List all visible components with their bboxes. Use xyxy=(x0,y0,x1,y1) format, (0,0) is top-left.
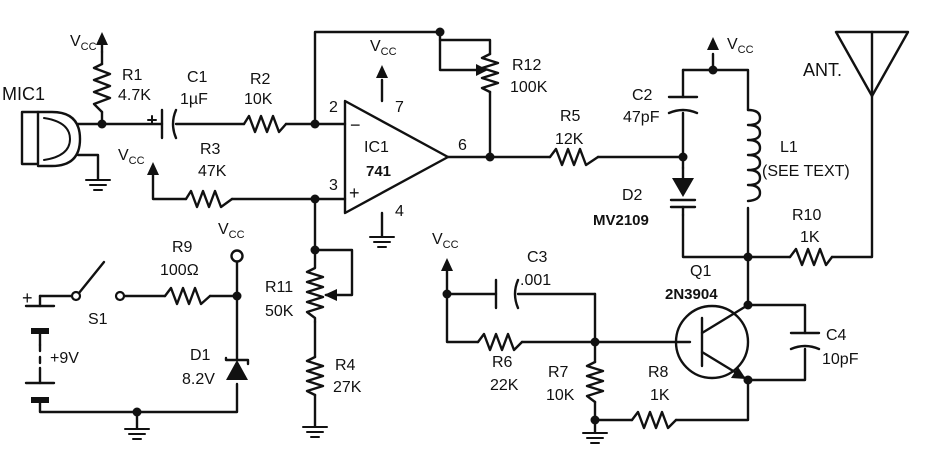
svg-text:10pF: 10pF xyxy=(822,351,859,368)
svg-text:741: 741 xyxy=(366,163,391,180)
svg-text:.001: .001 xyxy=(520,272,551,289)
svg-text:+: + xyxy=(349,183,360,203)
svg-text:10K: 10K xyxy=(244,91,273,108)
svg-text:R11: R11 xyxy=(265,279,293,296)
svg-text:3: 3 xyxy=(329,177,338,194)
svg-text:R8: R8 xyxy=(648,364,669,381)
svg-text:Q1: Q1 xyxy=(690,263,711,280)
svg-text:C4: C4 xyxy=(826,327,847,344)
svg-text:L1: L1 xyxy=(780,139,798,156)
svg-text:+: + xyxy=(22,288,33,308)
svg-text:R7: R7 xyxy=(548,364,569,381)
svg-text:50K: 50K xyxy=(265,303,294,320)
svg-text:2: 2 xyxy=(329,99,338,116)
microphone-mic1: MIC1 xyxy=(2,84,82,168)
svg-text:7: 7 xyxy=(395,99,404,116)
svg-text:C3: C3 xyxy=(527,249,548,266)
opamp-ic1: − + IC1 741 2 3 6 7 4 xyxy=(329,99,467,220)
capacitor-c4: C4 10pF xyxy=(789,327,859,368)
resistor-r3: R3 47K xyxy=(184,141,234,209)
vcc-arrow-tank: VCC xyxy=(707,36,754,56)
svg-text:IC1: IC1 xyxy=(364,139,389,156)
svg-text:S1: S1 xyxy=(88,311,108,328)
resistor-r10: R10 1K xyxy=(788,207,834,267)
svg-text:47K: 47K xyxy=(198,163,227,180)
svg-text:R6: R6 xyxy=(492,354,513,371)
svg-text:4: 4 xyxy=(395,203,404,220)
svg-text:VCC: VCC xyxy=(70,33,97,53)
svg-text:D1: D1 xyxy=(190,347,211,364)
svg-text:1K: 1K xyxy=(800,229,820,246)
svg-text:VCC: VCC xyxy=(432,231,459,251)
junctions xyxy=(97,27,753,425)
antenna-label: ANT. xyxy=(803,60,842,80)
resistor-r8: R8 1K xyxy=(630,364,678,430)
svg-text:D2: D2 xyxy=(622,187,643,204)
resistor-r4: R4 27K xyxy=(305,355,362,397)
resistor-r7: R7 10K xyxy=(546,360,605,404)
svg-text:100Ω: 100Ω xyxy=(160,262,199,279)
resistor-r1: R1 4.7K xyxy=(92,62,151,114)
svg-text:6: 6 xyxy=(458,137,467,154)
resistor-r9: R9 100Ω xyxy=(160,239,212,306)
inductor-l1: L1 (SEE TEXT) xyxy=(746,108,850,203)
svg-text:(SEE TEXT): (SEE TEXT) xyxy=(762,163,850,180)
svg-text:R10: R10 xyxy=(792,207,821,224)
capacitor-c1: C1 1µF xyxy=(147,69,208,140)
potentiometer-r11: R11 50K xyxy=(265,248,337,324)
transistor-q1: Q1 2N3904 xyxy=(665,263,750,382)
vcc-arrow-r1: VCC xyxy=(70,32,108,54)
zener-diode-d1: D1 8.2V xyxy=(182,347,250,388)
svg-text:2N3904: 2N3904 xyxy=(665,286,718,303)
svg-text:R3: R3 xyxy=(200,141,221,158)
svg-text:+9V: +9V xyxy=(50,350,79,367)
varactor-diode-d2: D2 MV2109 xyxy=(593,166,697,229)
vcc-arrow-ic1: VCC xyxy=(370,38,397,78)
switch-s1: S1 xyxy=(70,260,126,328)
svg-text:C2: C2 xyxy=(632,87,653,104)
svg-text:VCC: VCC xyxy=(370,38,397,58)
svg-text:R5: R5 xyxy=(560,108,581,125)
svg-text:C1: C1 xyxy=(187,69,208,86)
mic1-label: MIC1 xyxy=(2,84,45,104)
svg-text:VCC: VCC xyxy=(218,221,245,241)
svg-text:−: − xyxy=(350,115,361,135)
svg-text:47pF: 47pF xyxy=(623,109,660,126)
svg-text:27K: 27K xyxy=(333,379,362,396)
svg-text:22K: 22K xyxy=(490,377,519,394)
vcc-arrow-r3: VCC xyxy=(118,147,159,175)
svg-text:R2: R2 xyxy=(250,71,271,88)
svg-text:100K: 100K xyxy=(510,79,548,96)
svg-text:R9: R9 xyxy=(172,239,193,256)
svg-text:1µF: 1µF xyxy=(180,91,208,108)
battery: + +9V xyxy=(22,288,79,403)
capacitor-c3: C3 .001 xyxy=(494,249,551,310)
svg-text:MV2109: MV2109 xyxy=(593,212,649,229)
svg-text:12K: 12K xyxy=(555,131,584,148)
svg-text:4.7K: 4.7K xyxy=(118,87,151,104)
svg-text:VCC: VCC xyxy=(727,36,754,56)
potentiometer-r12: R12 100K xyxy=(476,52,548,96)
svg-text:8.2V: 8.2V xyxy=(182,371,215,388)
svg-text:VCC: VCC xyxy=(118,147,145,167)
capacitor-c2: C2 47pF xyxy=(623,87,699,126)
antenna: ANT. xyxy=(803,30,910,98)
vcc-terminal-regulated: VCC xyxy=(218,221,245,263)
svg-text:R4: R4 xyxy=(335,357,356,374)
svg-text:R1: R1 xyxy=(122,67,143,84)
svg-text:1K: 1K xyxy=(650,387,670,404)
resistor-r5: R5 12K xyxy=(548,108,600,167)
svg-text:R12: R12 xyxy=(512,57,541,74)
wires xyxy=(38,30,874,434)
vcc-arrow-c3: VCC xyxy=(432,231,459,271)
svg-text:10K: 10K xyxy=(546,387,575,404)
resistor-r6: R6 22K xyxy=(476,332,524,394)
ground-symbols xyxy=(85,179,608,444)
resistor-r2: R2 10K xyxy=(242,71,288,134)
